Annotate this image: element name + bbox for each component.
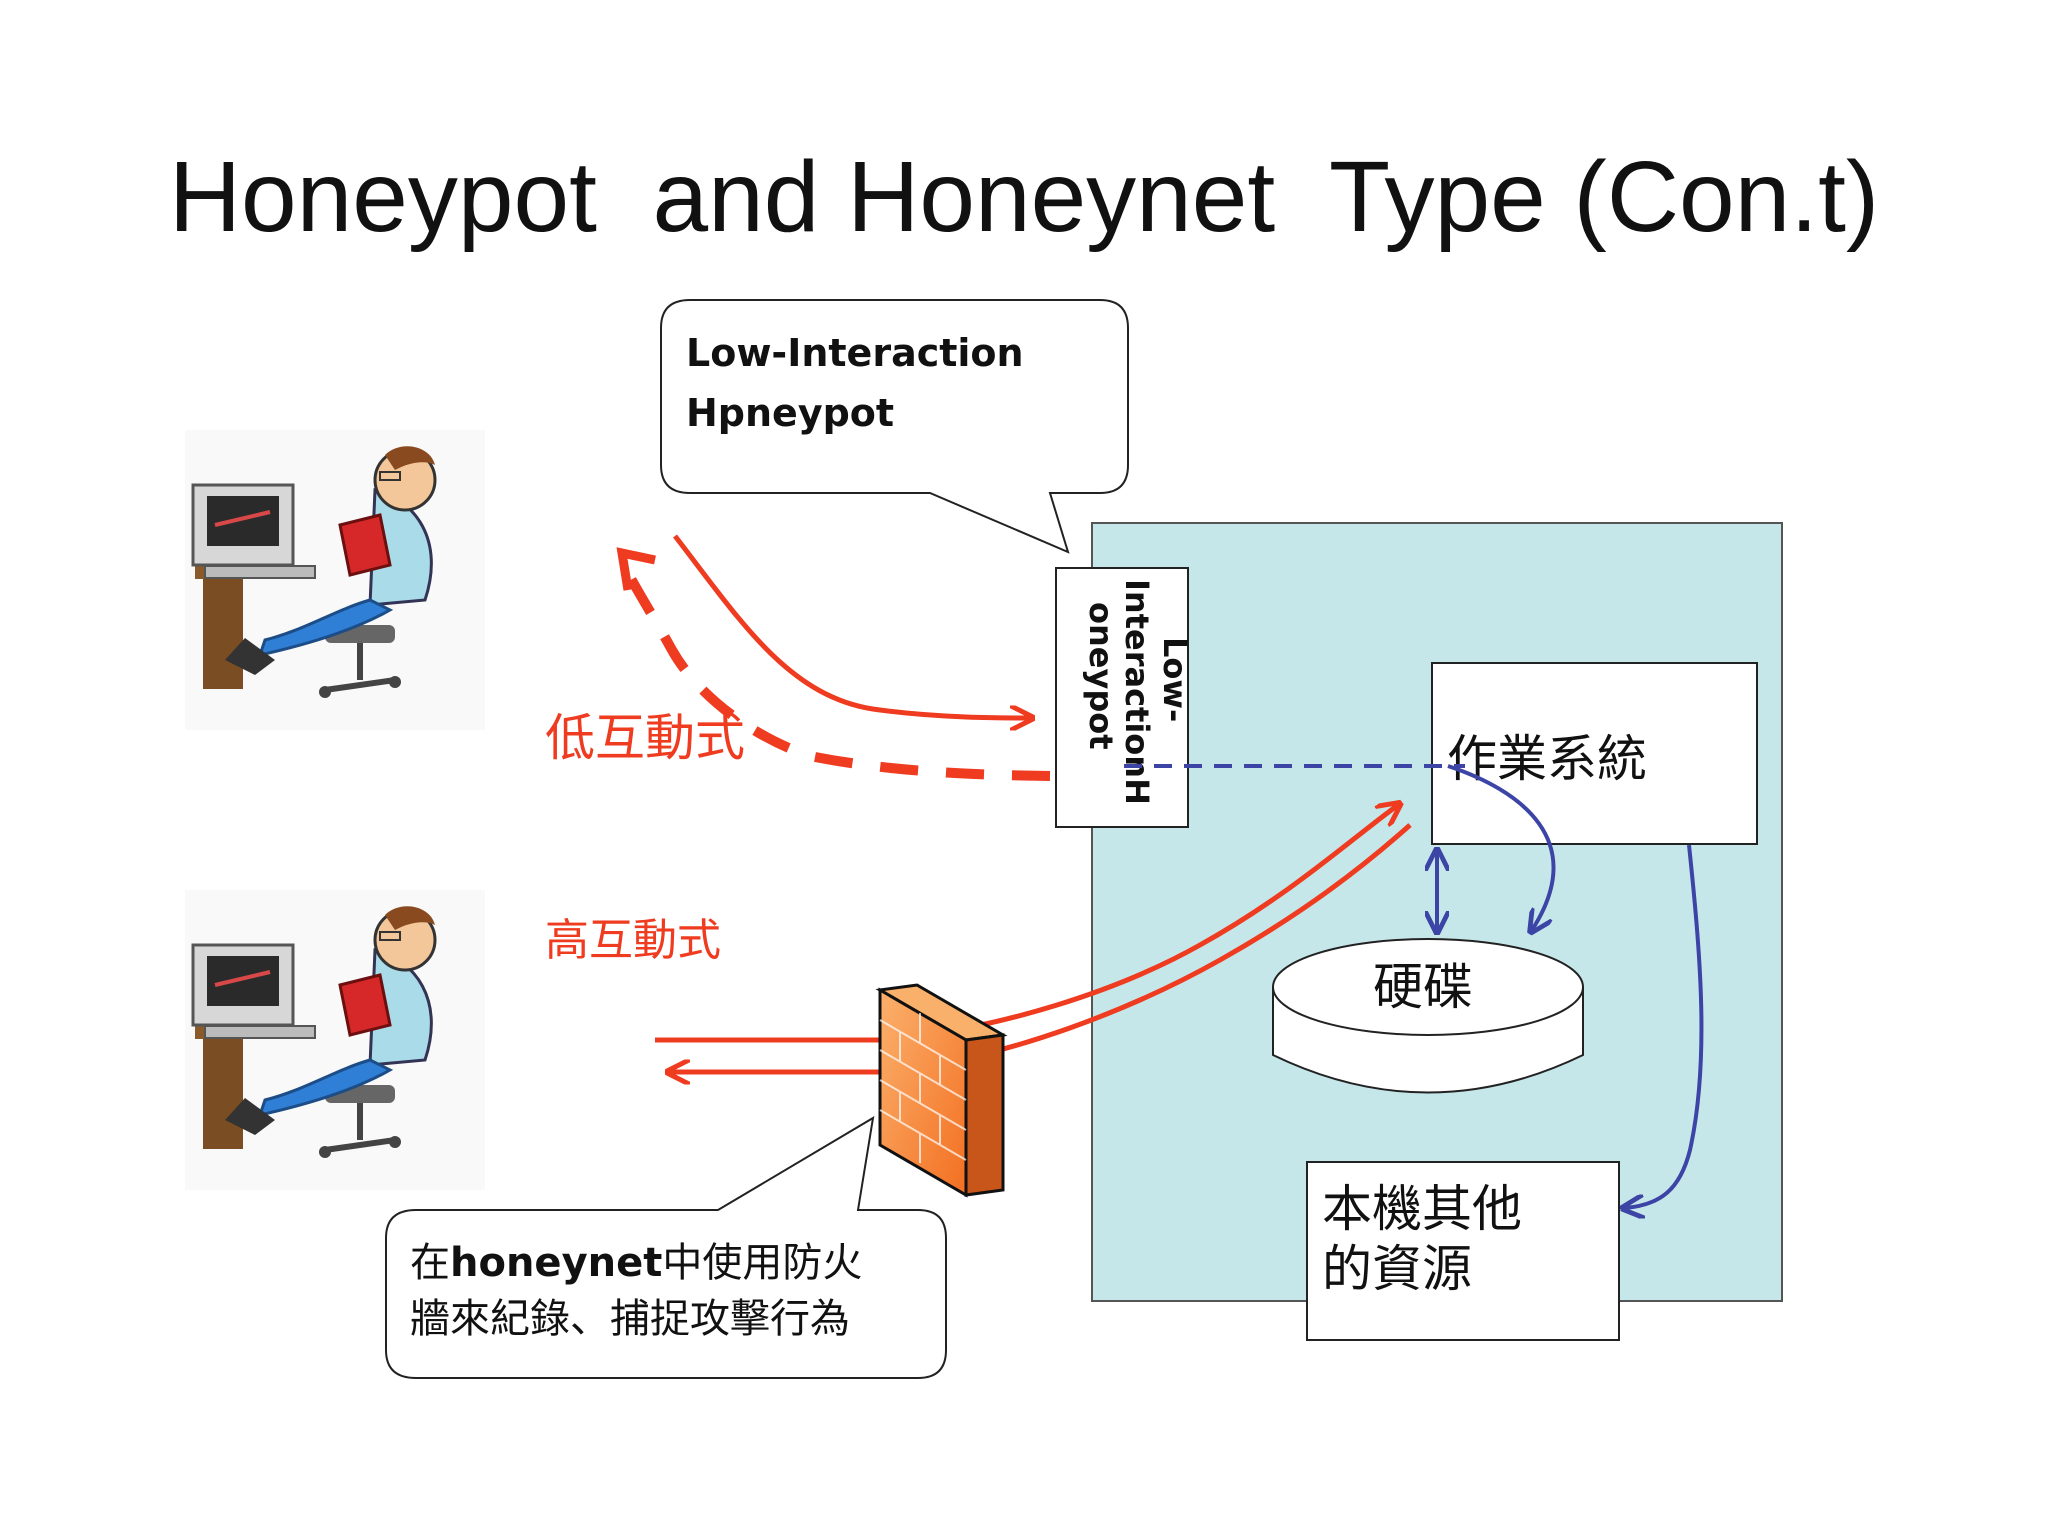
low-interaction-label: 低互動式 <box>545 709 745 767</box>
low-interaction-honeypot-box <box>1055 567 1189 828</box>
honeypot-box-line2: InteractionH <box>1118 579 1156 805</box>
low-interaction-response-arrow <box>617 558 1051 781</box>
honeypot-box-line3: oneypot <box>1082 602 1120 750</box>
callout-top-line1: Low-Interaction <box>686 331 1024 375</box>
slide-title: Honeypot and Honeynet Type (Con.t) <box>168 141 1880 253</box>
os-to-resources-arrow <box>1625 844 1704 1208</box>
os-to-disk-arrow <box>1447 764 1556 930</box>
callout-bottom-line2: 牆來紀錄、捕捉攻擊行為 <box>410 1296 850 1342</box>
resources-box <box>1306 1161 1620 1341</box>
honeypot-box-line1: Low- <box>1156 637 1194 722</box>
callout-top-line2: Hpneypot <box>686 391 894 435</box>
callout-top-bubble <box>660 299 1129 554</box>
resources-line1: 本機其他 <box>1322 1180 1522 1238</box>
high-interaction-label: 高互動式 <box>545 915 721 966</box>
firewall-icon <box>875 983 1008 1198</box>
attacker-figure-top <box>185 430 485 730</box>
low-interaction-response-arrowhead <box>616 547 656 591</box>
disk-label: 硬碟 <box>1373 958 1473 1016</box>
callout-bottom-line1: 在honeynet中使用防火 <box>410 1240 862 1286</box>
disk-cylinder <box>1272 938 1584 1094</box>
low-interaction-attack-arrow <box>673 534 1030 718</box>
attacker-figure-bottom <box>185 890 485 1190</box>
resources-line2: 的資源 <box>1322 1240 1472 1298</box>
os-box <box>1431 662 1758 845</box>
callout-bottom-bubble <box>385 1116 947 1379</box>
